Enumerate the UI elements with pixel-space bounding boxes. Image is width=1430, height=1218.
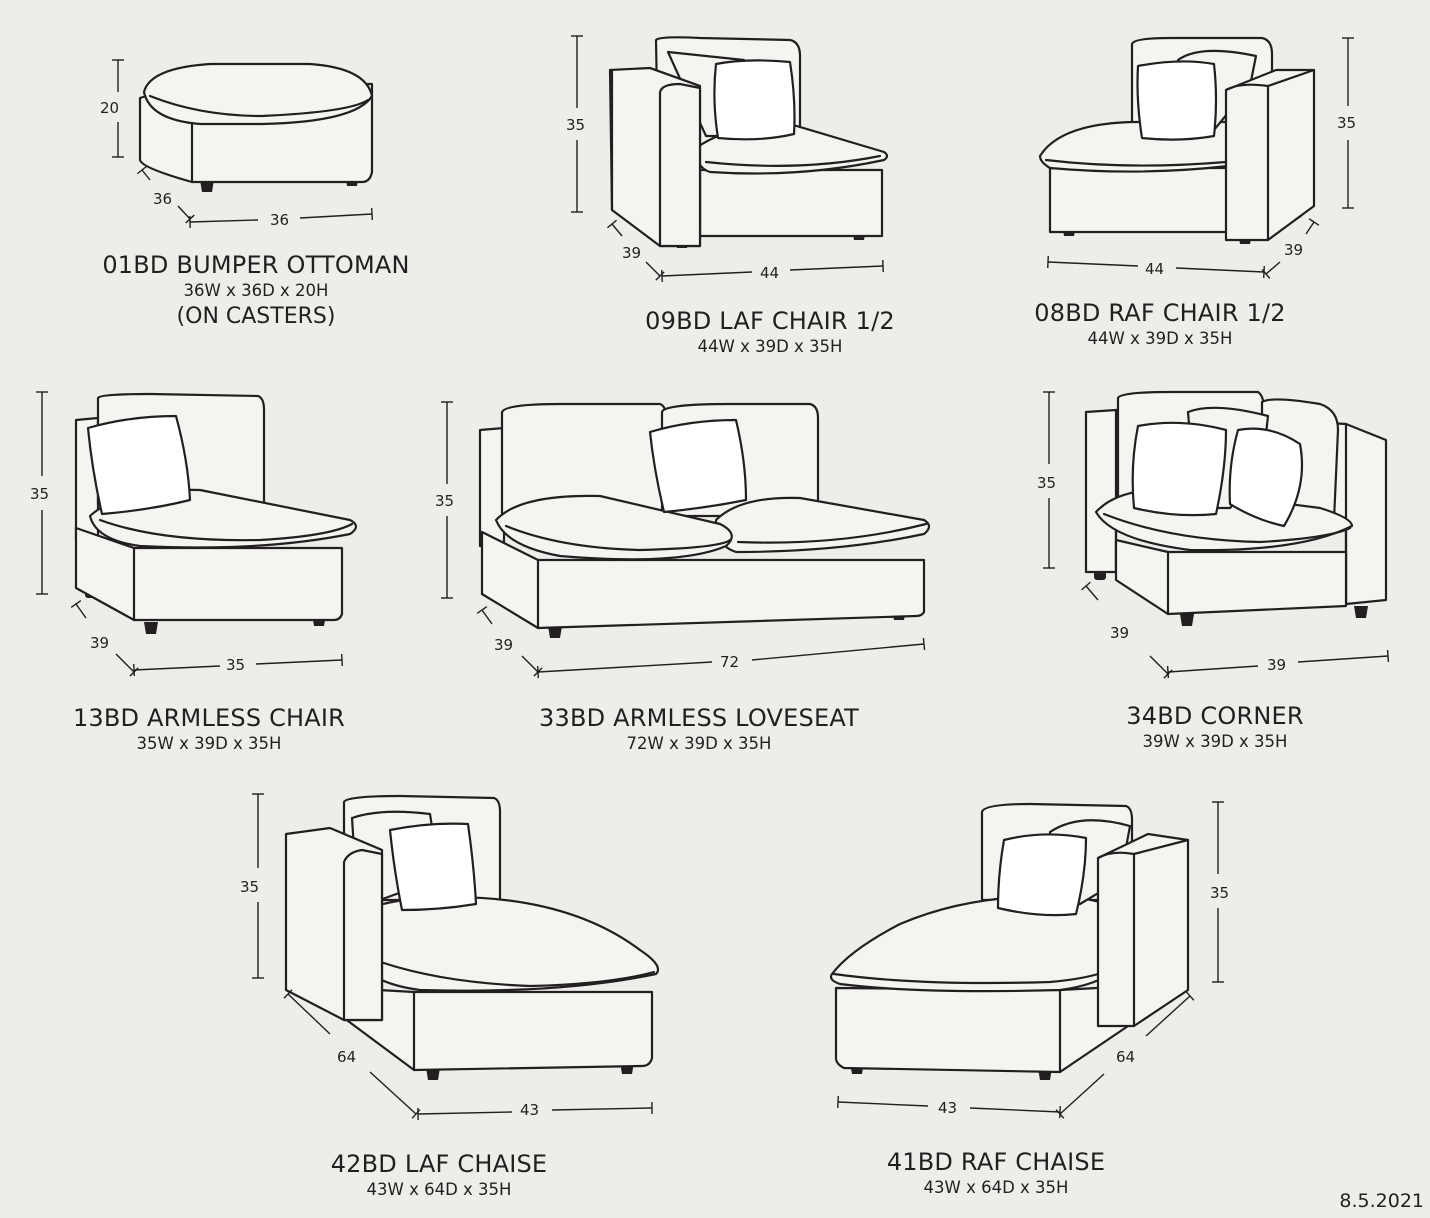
loveseat-dimensions: 35 39 72 [435, 401, 926, 679]
armless-chair-dimensions: 35 39 35 [30, 391, 343, 677]
ottoman-dimensions: 20 36 36 [100, 59, 374, 229]
raf-chair-width-label: 44 [1145, 260, 1164, 278]
raf-chair-dimensions: 35 39 44 [1047, 37, 1356, 280]
raf-chaise-depth-label: 64 [1116, 1048, 1135, 1066]
raf-chaise-height-label: 35 [1210, 884, 1229, 902]
armless-chair-depth-label: 39 [90, 634, 109, 652]
item-note: (ON CASTERS) [176, 304, 336, 329]
raf-chaise-drawing [829, 802, 1190, 1080]
laf-chaise-width-label: 43 [520, 1101, 539, 1119]
loveseat-width-label: 72 [720, 653, 739, 671]
laf-chaise-height-label: 35 [240, 878, 259, 896]
item-spec: 43W x 64D x 35H [366, 1180, 512, 1199]
raf-chair-depth-label: 39 [1284, 241, 1303, 259]
revision-date: 8.5.2021 [1339, 1190, 1424, 1212]
armless-chair-height-label: 35 [30, 485, 49, 503]
armless-chair-width-label: 35 [226, 656, 245, 674]
corner-depth-label: 39 [1110, 624, 1129, 642]
ottoman-width-label: 36 [270, 211, 289, 229]
ottoman-drawing [138, 62, 374, 192]
caption-laf-chair: 09BD LAF CHAIR 1/2 44W x 39D x 35H [645, 307, 895, 356]
loveseat-drawing [478, 402, 931, 638]
item-spec: 44W x 39D x 35H [697, 337, 843, 356]
item-name: 34BD CORNER [1126, 702, 1304, 730]
loveseat-height-label: 35 [435, 492, 454, 510]
caption-armless-chair: 13BD ARMLESS CHAIR 35W x 39D x 35H [73, 704, 345, 753]
ottoman-depth-label: 36 [153, 190, 172, 208]
corner-dimensions: 35 39 39 [1037, 391, 1390, 679]
caption-raf-chaise: 41BD RAF CHAISE 43W x 64D x 35H [887, 1148, 1105, 1197]
raf-chair-height-label: 35 [1337, 114, 1356, 132]
corner-drawing [1084, 390, 1388, 626]
item-spec: 39W x 39D x 35H [1142, 732, 1288, 751]
laf-chair-dimensions: 35 39 44 [566, 35, 884, 283]
laf-chair-width-label: 44 [760, 264, 779, 282]
ottoman-height-label: 20 [100, 99, 119, 117]
laf-chair-drawing [608, 36, 889, 248]
item-name: 33BD ARMLESS LOVESEAT [539, 704, 859, 732]
caption-loveseat: 33BD ARMLESS LOVESEAT 72W x 39D x 35H [539, 704, 859, 753]
item-name: 01BD BUMPER OTTOMAN [102, 251, 410, 279]
caption-ottoman: 01BD BUMPER OTTOMAN 36W x 36D x 20H (ON … [102, 251, 409, 329]
raf-chaise-dimensions: 35 64 43 [837, 801, 1229, 1119]
item-spec: 44W x 39D x 35H [1087, 329, 1233, 348]
laf-chaise-dimensions: 35 64 43 [240, 793, 653, 1121]
laf-chaise-depth-label: 64 [337, 1048, 356, 1066]
caption-laf-chaise: 42BD LAF CHAISE 43W x 64D x 35H [331, 1150, 548, 1199]
caption-raf-chair: 08BD RAF CHAIR 1/2 44W x 39D x 35H [1034, 299, 1286, 348]
raf-chaise-width-label: 43 [938, 1099, 957, 1117]
raf-chair-drawing [1038, 36, 1316, 244]
corner-height-label: 35 [1037, 474, 1056, 492]
item-name: 41BD RAF CHAISE [886, 1148, 1106, 1176]
item-name: 13BD ARMLESS CHAIR [72, 704, 346, 732]
item-spec: 43W x 64D x 35H [923, 1178, 1069, 1197]
item-name: 09BD LAF CHAIR 1/2 [645, 307, 895, 335]
corner-width-label: 39 [1267, 656, 1286, 674]
item-spec: 35W x 39D x 35H [136, 734, 282, 753]
laf-chair-height-label: 35 [566, 116, 585, 134]
laf-chair-depth-label: 39 [622, 244, 641, 262]
item-name: 08BD RAF CHAIR 1/2 [1034, 299, 1286, 327]
item-spec: 72W x 39D x 35H [626, 734, 772, 753]
armless-chair-drawing [74, 392, 358, 634]
laf-chaise-drawing [284, 794, 660, 1080]
caption-corner: 34BD CORNER 39W x 39D x 35H [1126, 702, 1303, 751]
loveseat-depth-label: 39 [494, 636, 513, 654]
item-name: 42BD LAF CHAISE [330, 1150, 548, 1178]
item-spec: 36W x 36D x 20H [183, 281, 329, 300]
